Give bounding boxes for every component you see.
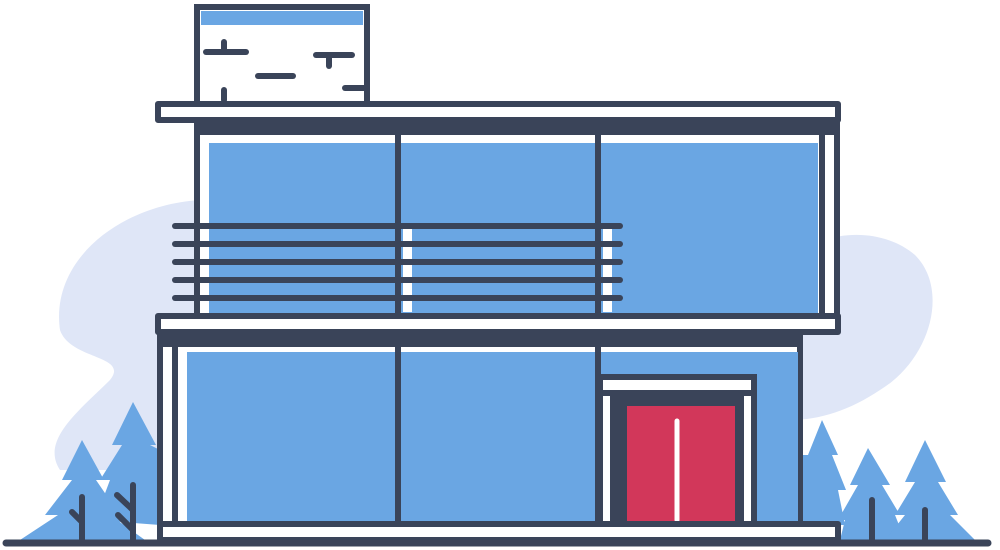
roof-slab [155, 101, 841, 123]
base-slab [157, 521, 841, 543]
middle-slab [155, 313, 841, 335]
trees-left [20, 402, 160, 543]
upper-floor [194, 117, 840, 321]
balcony-railing [172, 223, 623, 312]
trees-right [800, 420, 975, 543]
rooftop-box [194, 4, 370, 107]
entrance-door [597, 374, 757, 528]
